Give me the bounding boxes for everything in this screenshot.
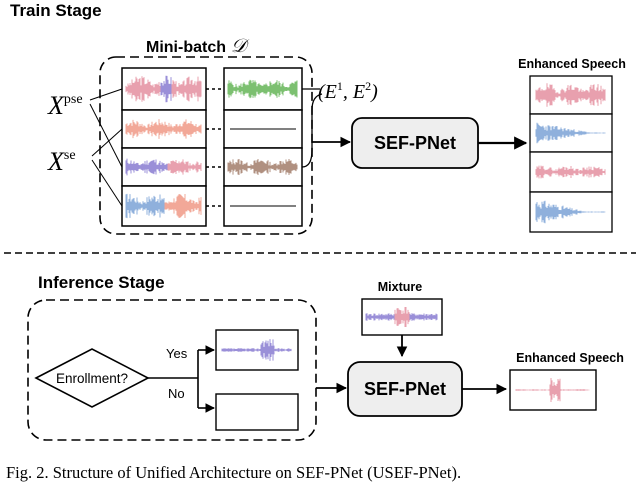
waveform-green: [227, 79, 298, 99]
yes-label: Yes: [166, 346, 188, 361]
train-sef-pnet-label: SEF-PNet: [374, 133, 456, 153]
inference-sef-pnet-label: SEF-PNet: [364, 379, 446, 399]
pair-connectors: [206, 88, 224, 207]
waveform-enrollment-purple: [221, 339, 292, 361]
train-output-label: Enhanced Speech: [518, 57, 626, 71]
decision-branches: [148, 345, 215, 413]
inference-output-label: Enhanced Speech: [516, 351, 624, 365]
waveform-inference-output: [515, 377, 590, 403]
enrollment-box-no: [215, 393, 299, 431]
x-pse-label: Xpse: [47, 91, 83, 120]
mixture-label: Mixture: [378, 280, 423, 294]
waveform-enhanced-blue: [535, 200, 606, 224]
waveform-salmon: [125, 119, 202, 139]
train-output-column: [529, 75, 613, 233]
train-stage-title: Train Stage: [10, 1, 102, 20]
figure-caption: Fig. 2. Structure of Unified Architectur…: [6, 463, 461, 482]
enrollment-container: [27, 299, 317, 441]
waveform-pink-purple: [125, 75, 202, 103]
pse-waveform-column: [121, 67, 207, 227]
minibatch-container: [99, 56, 313, 235]
waveform-enhanced-blue: [535, 122, 606, 144]
waveform-mixture: [365, 306, 438, 328]
input-lines: [89, 88, 123, 207]
enrollment-question: Enrollment?: [56, 371, 128, 386]
waveform-blue-salmon: [125, 193, 202, 219]
embedding-lines: [301, 88, 323, 168]
waveform-enhanced-pink: [535, 165, 606, 179]
waveform-brown: [227, 159, 298, 175]
embedding-label: (E1, E2): [318, 79, 378, 103]
enrollment-decision: Enrollment?: [34, 348, 150, 408]
waveform-enhanced-pink: [535, 83, 606, 107]
inference-stage-title: Inference Stage: [38, 273, 165, 292]
waveform-purple-pink: [125, 158, 202, 176]
no-label: No: [168, 386, 185, 401]
se-enrollment-column: [223, 67, 303, 227]
train-sef-pnet-box: SEF-PNet: [351, 117, 479, 169]
inference-sef-pnet-box: SEF-PNet: [347, 361, 463, 417]
x-se-label: Xse: [47, 147, 76, 176]
